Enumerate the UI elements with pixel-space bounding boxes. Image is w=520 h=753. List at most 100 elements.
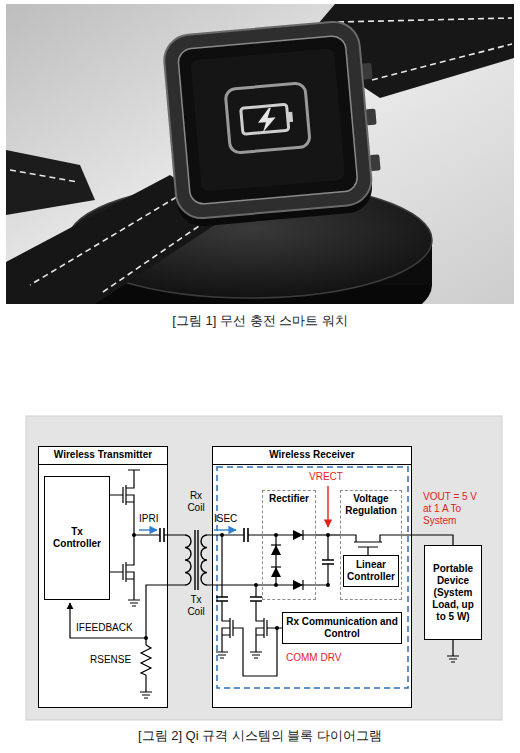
smartwatch-photo — [68, 182, 432, 298]
receiver-box: Wireless ReceiverRectifier Voltage Regula… — [212, 446, 412, 708]
smartwatch-photo — [163, 28, 374, 228]
smartwatch-photo — [369, 154, 380, 171]
ground-symbol — [216, 648, 228, 658]
capacitor-symbol — [250, 597, 262, 601]
current-label: IPRI — [139, 513, 163, 525]
coil-label: Rx Coil — [181, 490, 211, 514]
capacitor-symbol — [160, 528, 164, 542]
smartwatch-photo — [190, 48, 345, 192]
smartwatch-photo — [100, 215, 215, 294]
transistor-symbol — [118, 483, 272, 640]
wire-connector — [402, 535, 453, 545]
smartwatch-photo — [68, 227, 432, 304]
smartwatch-photo — [6, 4, 514, 304]
ground-symbol — [128, 596, 459, 698]
smartwatch-photo — [361, 63, 372, 80]
signal-arrow — [139, 529, 157, 530]
coil-label: Tx Coil — [181, 594, 211, 618]
diode-symbol — [293, 530, 303, 540]
device-box: Portable Device (System Load, up to 5 W) — [424, 545, 482, 640]
capacitor-symbol — [244, 528, 248, 542]
diagram-panel — [212, 446, 412, 708]
smartwatch-photo — [6, 150, 95, 215]
circuit-wire — [110, 470, 453, 688]
smartwatch-photo — [241, 104, 289, 134]
controller-box: Tx Controller — [44, 476, 110, 600]
block-label: Tx Controller — [45, 524, 109, 552]
smartwatch-photo — [177, 35, 358, 205]
junction-dot — [220, 533, 224, 537]
signal-arrow — [70, 603, 146, 638]
signal-arrow — [214, 529, 236, 530]
diode-symbol — [293, 580, 303, 590]
smartwatch-photo — [162, 19, 384, 228]
coil-symbol — [185, 530, 207, 590]
ground-symbol — [128, 596, 140, 606]
transistor-symbol — [256, 616, 272, 640]
voltage-label: VOUT = 5 V at 1 A To System — [423, 491, 483, 527]
junction-dot — [144, 636, 148, 640]
transmitter-box: Wireless Transmitter Tx Controller — [38, 446, 168, 708]
transistor-symbol — [222, 616, 238, 640]
junction-dot — [326, 533, 330, 537]
capacitor-symbol — [322, 560, 334, 564]
control-box: Rx Communication and Control — [282, 612, 402, 644]
wire-connector — [316, 534, 340, 535]
signal-arrow — [327, 486, 328, 527]
junction-dot — [254, 583, 258, 587]
diode-symbol — [271, 530, 303, 590]
smartwatch-photo — [300, 4, 514, 98]
coil-symbol — [185, 535, 191, 585]
current-label: ISEC — [214, 513, 240, 525]
capacitor-symbol — [160, 528, 334, 601]
resistor-label: RSENSE — [90, 654, 140, 666]
smartwatch-photo — [6, 4, 514, 304]
ground-symbol — [447, 652, 459, 662]
coil-symbol — [195, 530, 198, 590]
diagram-panel — [26, 416, 502, 720]
circuit-wire — [141, 645, 151, 675]
voltage-label: VRECT — [309, 471, 349, 483]
smartwatch-photo — [338, 18, 512, 22]
controller-box: Linear Controller — [343, 555, 399, 587]
block-label: Rx Communication and Control — [283, 614, 401, 642]
transistor-symbol — [118, 560, 134, 584]
smartwatch-photo — [30, 192, 185, 285]
smartwatch-photo — [225, 83, 310, 154]
block-label: Linear Controller — [344, 557, 398, 585]
block-title: Voltage Regulation — [341, 491, 401, 519]
junction-dot — [274, 533, 278, 537]
transistor-symbol — [118, 483, 134, 507]
ground-symbol — [250, 648, 262, 658]
figure-caption: [그림 1] 무선 충전 스마트 워치 — [0, 313, 520, 329]
smartwatch-photo — [6, 175, 230, 304]
junction-dot — [274, 583, 278, 587]
junction-dot — [275, 626, 279, 630]
diode-symbol — [271, 567, 281, 577]
signal-label: IFEEDBACK — [76, 622, 142, 634]
junction-dot — [326, 583, 330, 587]
coil-symbol — [201, 535, 207, 585]
diode-symbol — [271, 545, 281, 555]
smartwatch-photo — [257, 107, 277, 132]
signal-label: COMM DRV — [286, 652, 356, 664]
diagram-panel — [217, 467, 408, 688]
smartwatch-photo — [287, 112, 293, 122]
smartwatch-photo — [365, 109, 376, 126]
diagram-panel — [38, 446, 168, 708]
diagram-panel — [26, 416, 502, 720]
figure-caption: [그림 2] Qi 규격 시스템의 블록 다이어그램 — [0, 728, 520, 744]
capacitor-symbol — [216, 597, 228, 601]
block-title: Wireless Receiver — [213, 447, 411, 465]
smartwatch-photo — [68, 240, 432, 285]
regulator-block: Voltage RegulationLinear Controller — [340, 490, 402, 600]
smartwatch-photo — [162, 20, 373, 220]
block-title: Wireless Transmitter — [39, 447, 167, 465]
smartwatch-photo — [10, 170, 78, 182]
smartwatch-photo — [372, 44, 512, 80]
rectifier-block: Rectifier — [262, 490, 316, 600]
